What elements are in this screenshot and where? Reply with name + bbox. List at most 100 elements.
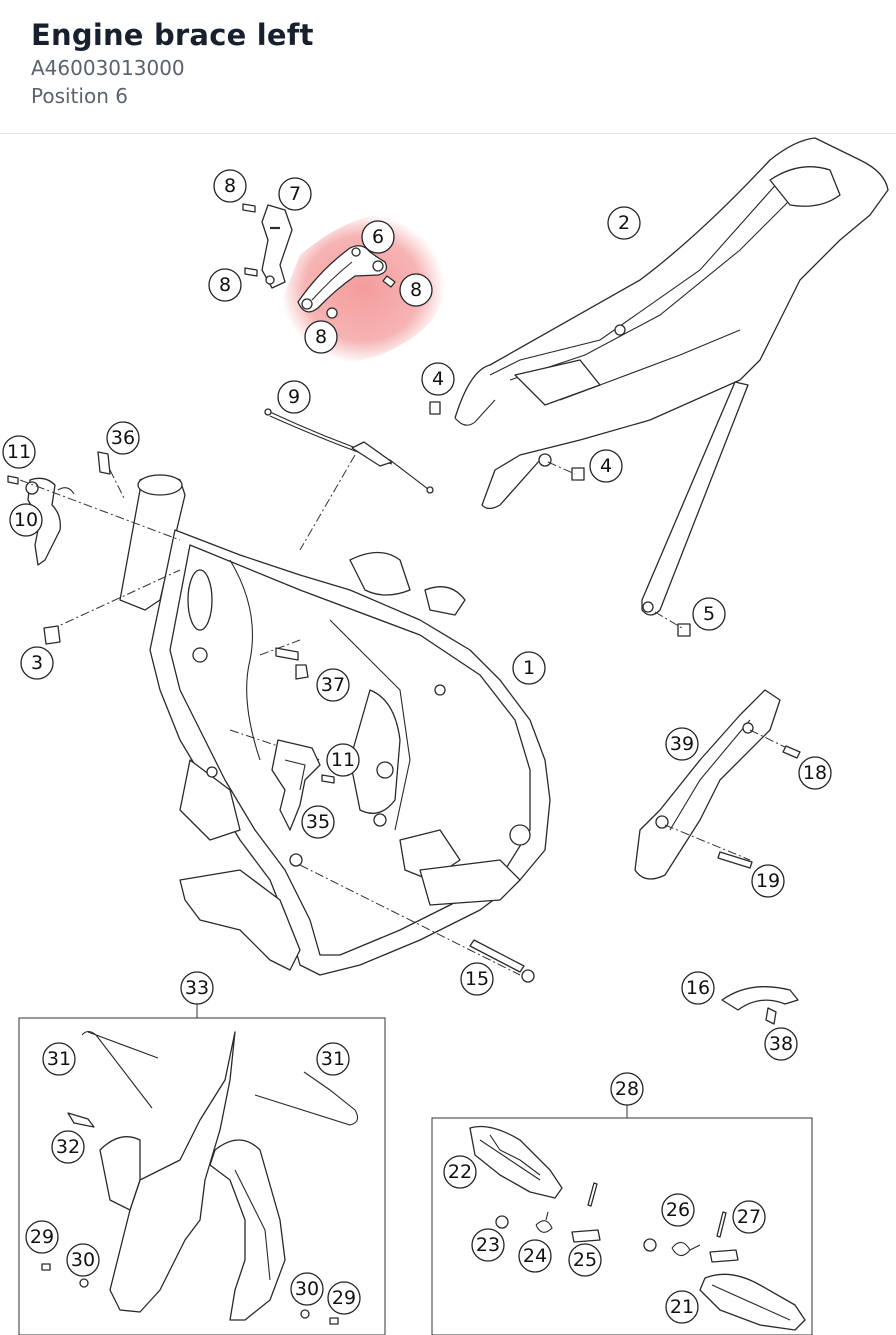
bolt-pin[interactable]: [275, 647, 299, 661]
svg-text:11: 11: [331, 749, 355, 771]
callout-32[interactable]: 32: [51, 1130, 85, 1164]
svg-text:29: 29: [332, 1287, 356, 1309]
bolts-8[interactable]: [242, 203, 396, 319]
callout-4[interactable]: 4: [589, 449, 623, 483]
callout-11[interactable]: 11: [2, 435, 36, 469]
callout-29[interactable]: 29: [327, 1281, 361, 1315]
callout-37[interactable]: 37: [316, 668, 350, 702]
callout-2[interactable]: 2: [607, 206, 641, 240]
callout-8[interactable]: 8: [399, 273, 433, 307]
part-2-subframe[interactable]: [454, 137, 889, 616]
callout-19[interactable]: 19: [751, 864, 785, 898]
part-6-engine-brace-left[interactable]: [297, 245, 388, 313]
callout-15[interactable]: 15: [460, 962, 494, 996]
svg-text:22: 22: [448, 1161, 472, 1183]
svg-text:31: 31: [321, 1048, 345, 1070]
callout-5[interactable]: 5: [692, 597, 726, 631]
part-27-split-pin[interactable]: [716, 1211, 727, 1238]
callout-33[interactable]: 33: [180, 971, 214, 1005]
svg-text:26: 26: [666, 1199, 690, 1221]
callout-28[interactable]: 28: [610, 1072, 644, 1106]
callout-38[interactable]: 38: [764, 1027, 798, 1061]
part-24-spring[interactable]: [535, 1211, 553, 1233]
svg-text:5: 5: [703, 603, 715, 625]
part-22-footrest[interactable]: [469, 1125, 563, 1199]
callout-35[interactable]: 35: [301, 805, 335, 839]
callout-21[interactable]: 21: [665, 1290, 699, 1324]
group-28-box: [431, 1117, 813, 1335]
callout-6[interactable]: 6: [361, 220, 395, 254]
part-39-chain-slider[interactable]: [634, 689, 781, 880]
svg-text:3: 3: [31, 652, 43, 674]
part-title: Engine brace left: [31, 18, 314, 52]
bolt-19[interactable]: [717, 851, 753, 869]
part-33-frame-protector[interactable]: [41, 1030, 359, 1325]
callout-23[interactable]: 23: [471, 1228, 505, 1262]
svg-text:36: 36: [111, 427, 135, 449]
svg-text:33: 33: [185, 977, 209, 999]
bolt-11-top[interactable]: [7, 475, 19, 485]
callout-30[interactable]: 30: [66, 1243, 100, 1277]
callout-30[interactable]: 30: [290, 1272, 324, 1306]
callout-11[interactable]: 11: [326, 743, 360, 777]
callout-25[interactable]: 25: [568, 1243, 602, 1277]
part-16-guide[interactable]: [721, 986, 799, 1011]
part-26-spring[interactable]: [671, 1241, 701, 1257]
part-1-main-frame[interactable]: [119, 474, 551, 976]
part-23-washer[interactable]: [495, 1215, 509, 1229]
part-3-plug[interactable]: [43, 625, 61, 645]
bolt-15[interactable]: [469, 939, 525, 973]
callout-9[interactable]: 9: [277, 380, 311, 414]
part-21-footrest[interactable]: [699, 1273, 806, 1331]
part-25-pin-right[interactable]: [709, 1249, 739, 1263]
bolt-11-lower[interactable]: [321, 774, 335, 784]
callout-31[interactable]: 31: [316, 1042, 350, 1076]
callout-8[interactable]: 8: [208, 268, 242, 302]
bolt-38[interactable]: [765, 1007, 777, 1025]
callout-1[interactable]: 1: [512, 651, 546, 685]
svg-text:6: 6: [372, 226, 384, 248]
svg-text:19: 19: [756, 870, 780, 892]
svg-text:16: 16: [686, 977, 710, 999]
bolts-4[interactable]: [429, 401, 585, 481]
svg-text:18: 18: [803, 762, 827, 784]
part-25-pin[interactable]: [571, 1229, 601, 1243]
bolt-5[interactable]: [677, 623, 691, 637]
svg-text:11: 11: [7, 441, 31, 463]
diagram-svg: 8 7 6 8 8 8 2 4 4 9 11 36 10 3 5 1 37 11…: [2, 137, 889, 1335]
svg-text:1: 1: [523, 657, 535, 679]
callout-29[interactable]: 29: [25, 1220, 59, 1254]
callout-7[interactable]: 7: [278, 177, 312, 211]
svg-text:31: 31: [47, 1048, 71, 1070]
part-23-washer-right[interactable]: [643, 1238, 657, 1252]
callout-4[interactable]: 4: [421, 362, 455, 396]
callout-24[interactable]: 24: [518, 1239, 552, 1273]
callout-3[interactable]: 3: [20, 646, 54, 680]
bolt-18[interactable]: [782, 745, 801, 759]
part-36-clip[interactable]: [97, 451, 111, 475]
part-9-cable-tie[interactable]: [264, 408, 434, 494]
svg-text:25: 25: [573, 1249, 597, 1271]
part-10-holder[interactable]: [25, 477, 75, 566]
part-35-shield[interactable]: [271, 739, 321, 831]
part-37-bolt[interactable]: [295, 664, 309, 680]
callout-31[interactable]: 31: [42, 1042, 76, 1076]
callout-22[interactable]: 22: [443, 1155, 477, 1189]
callout-18[interactable]: 18: [798, 756, 832, 790]
svg-text:30: 30: [71, 1249, 95, 1271]
callout-16[interactable]: 16: [681, 971, 715, 1005]
callout-8[interactable]: 8: [213, 169, 247, 203]
callout-8[interactable]: 8: [304, 320, 338, 354]
callout-36[interactable]: 36: [106, 421, 140, 455]
svg-text:21: 21: [670, 1296, 694, 1318]
part-27-split-pin-left[interactable]: [587, 1182, 598, 1207]
part-7-bracket[interactable]: [261, 204, 293, 289]
svg-text:37: 37: [321, 674, 345, 696]
svg-text:38: 38: [769, 1033, 793, 1055]
svg-text:4: 4: [432, 368, 444, 390]
svg-text:4: 4: [600, 455, 612, 477]
callout-39[interactable]: 39: [665, 727, 699, 761]
callout-10[interactable]: 10: [9, 503, 43, 537]
callout-27[interactable]: 27: [732, 1200, 766, 1234]
callout-26[interactable]: 26: [661, 1193, 695, 1227]
